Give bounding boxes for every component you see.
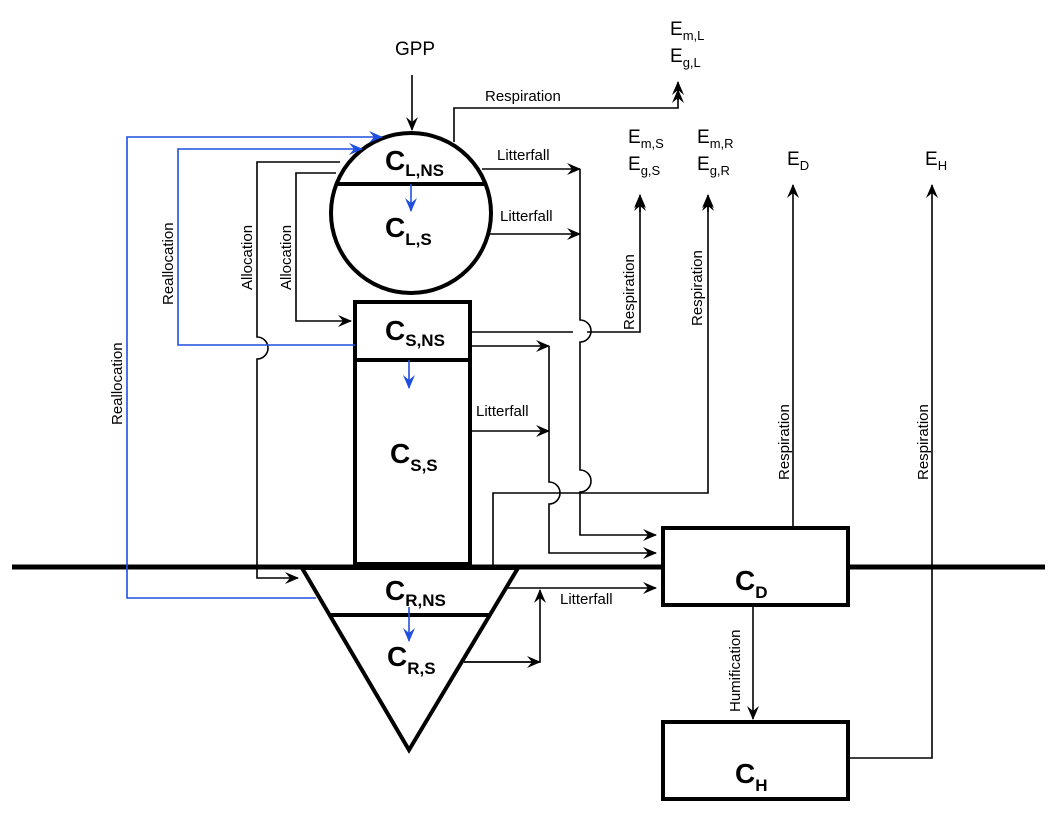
leaf-circle [329,131,493,295]
leaf-pool: CL,NS CL,S [329,131,493,295]
emission-stem-g: Eg,S [628,154,661,178]
reallocation-stem-label: Reallocation [160,222,177,305]
emission-root-m: Em,R [697,127,734,151]
emission-debris: ED [787,149,809,173]
humus-label: CH [735,758,768,795]
leaf-ns-label: CL,NS [385,145,444,180]
stem-respiration-label: Respiration [621,254,638,330]
allocation-to-stem-arrow [295,172,352,327]
gpp-label: GPP [395,39,435,60]
emission-stem-m: Em,S [628,127,664,151]
stem-s-litterfall-label: Litterfall [476,403,529,420]
humus-pool: CH [661,720,850,801]
allocation-to-root-arrow [256,161,340,584]
reallocation-root-label: Reallocation [109,342,126,425]
stem-pool: CS,NS CS,S [353,300,472,566]
root-respiration-arrow [492,194,714,567]
reallocation-from-stem-arrow [177,143,363,346]
root-litterfall-label: Litterfall [560,591,613,608]
reallocation-from-root-arrow [126,131,383,599]
humus-rect [661,720,850,801]
debris-pool: CD [661,526,850,607]
emission-root-g: Eg,R [697,154,730,178]
leaf-ns-litterfall-label: Litterfall [497,147,550,164]
emission-leaf-g: Eg,L [670,46,701,70]
root-respiration-label: Respiration [689,250,706,326]
stem-ns-label: CS,NS [385,315,445,350]
debris-label: CD [735,565,768,602]
debris-respiration-label: Respiration [776,404,793,480]
root-s-label: CR,S [387,641,436,678]
stem-litter-to-debris-arrow [548,346,657,559]
stem-s-label: CS,S [390,438,438,475]
humus-respiration-arrow [848,184,938,759]
humus-respiration-label: Respiration [915,404,932,480]
emission-humus: EH [925,149,947,173]
leaf-s-litterfall-label: Litterfall [500,208,553,225]
humification-label: Humification [727,629,744,712]
allocation-stem-label: Allocation [278,225,295,290]
stem-respiration-arrow [470,195,640,333]
emission-leaf-m: Em,L [670,19,704,43]
leaf-s-label: CL,S [385,212,432,249]
stem-rect [353,300,472,566]
root-ns-label: CR,NS [385,575,446,610]
leaf-litter-to-debris-arrow [579,169,657,541]
root-pool: CR,NS CR,S [298,566,522,754]
debris-rect [661,526,850,607]
allocation-root-label: Allocation [239,225,256,290]
leaf-respiration-label: Respiration [485,88,561,105]
